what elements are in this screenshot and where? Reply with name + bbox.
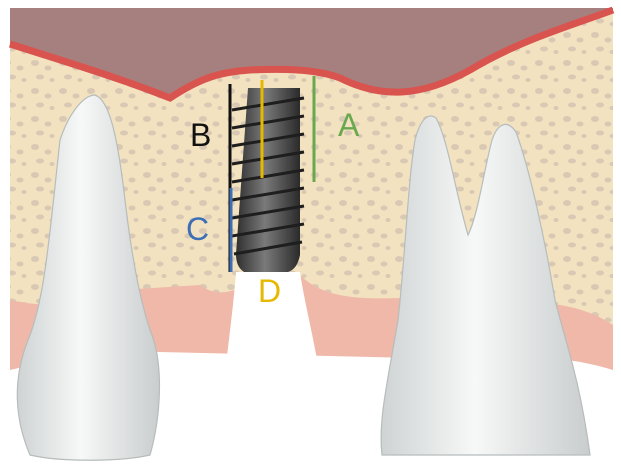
- label-a: A: [338, 107, 360, 143]
- label-c: C: [186, 211, 209, 247]
- label-d: D: [258, 273, 281, 309]
- label-b: B: [190, 117, 211, 153]
